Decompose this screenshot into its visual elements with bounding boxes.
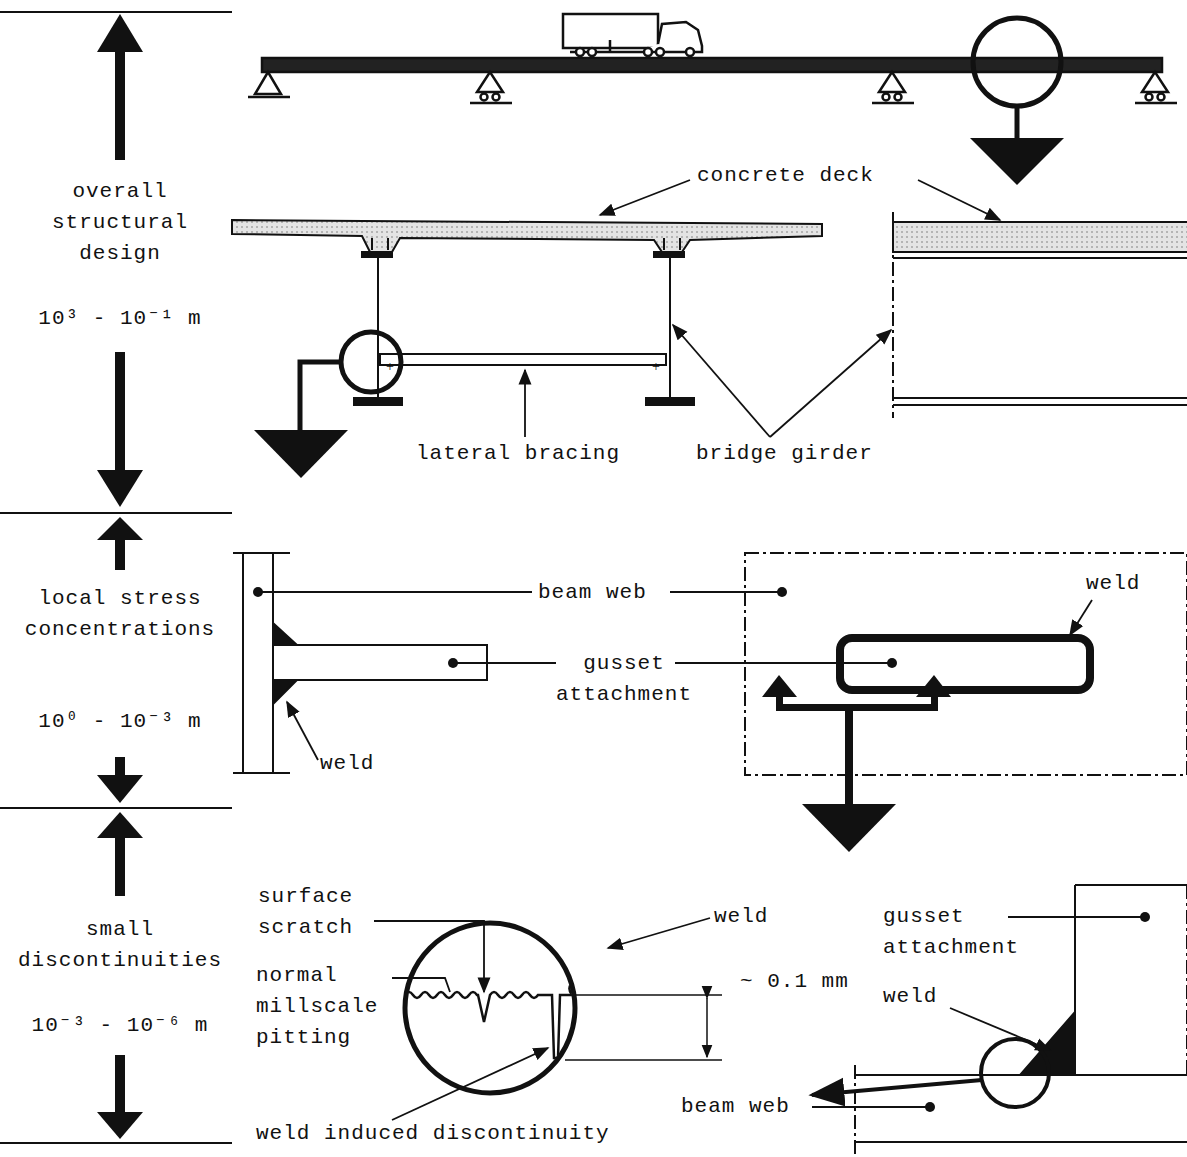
girder-elevation (893, 212, 1187, 418)
scale-range: 10⁻³ - 10⁻⁶ m (10, 1010, 230, 1041)
part-name: gusset attachment (883, 901, 1018, 963)
leader-lines (258, 180, 1145, 1120)
scale-heading: small discontinuities (2, 914, 238, 976)
part-name: weld (883, 981, 937, 1012)
part-name: lateral bracing (416, 438, 620, 469)
load-symbol (762, 675, 951, 852)
scale-range: 10⁰ - 10⁻³ m (10, 706, 230, 737)
part-name: bridge girder (696, 438, 873, 469)
svg-text:+: + (386, 359, 394, 374)
scale-range: 10³ - 10⁻¹ m (10, 303, 230, 334)
leader-dots (253, 587, 1150, 1112)
part-name: weld induced discontinuity (256, 1118, 610, 1149)
part-name: weld (714, 901, 768, 932)
dimension: ~ 0.1 mm (740, 966, 849, 997)
part-name: gusset attachment (534, 648, 714, 710)
bridge-elevation (248, 14, 1177, 140)
part-name: weld (1086, 568, 1140, 599)
part-name: beam web (538, 577, 647, 608)
part-name: surface scratch (258, 881, 383, 943)
surface-detail (405, 893, 722, 1093)
weld-corner (812, 885, 1187, 1157)
part-name: concrete deck (697, 160, 874, 191)
part-name: normal millscale pitting (256, 960, 406, 1053)
bridge-cross-section: + + (232, 220, 822, 430)
part-name: weld (320, 748, 374, 779)
scale-heading: overall structural design (15, 176, 225, 269)
gusset-detail (233, 553, 1187, 775)
part-name: beam web (681, 1091, 790, 1122)
scale-heading: local stress concentrations (2, 583, 238, 645)
svg-text:+: + (652, 359, 660, 374)
